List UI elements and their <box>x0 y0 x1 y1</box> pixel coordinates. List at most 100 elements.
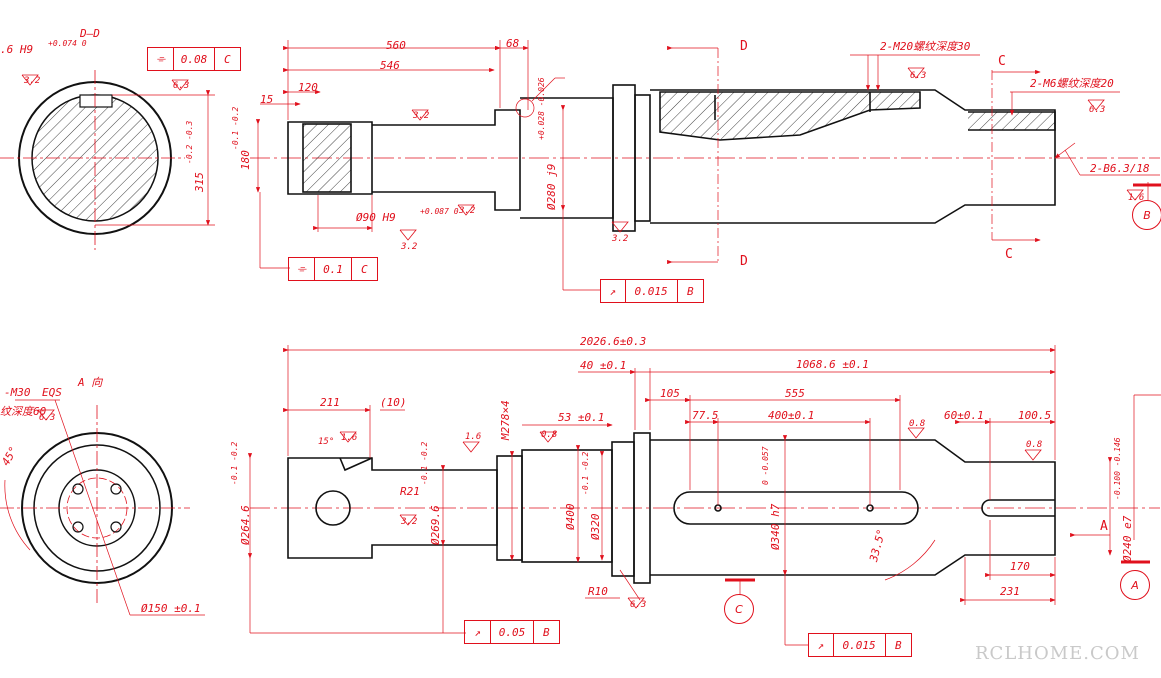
dim-231: 231 <box>1000 585 1020 598</box>
dim-15: 15 <box>260 93 274 106</box>
dia-269: Ø269.6 <box>429 505 442 545</box>
depth-note: 纹深度60 <box>0 405 47 418</box>
dim-77: 77.5 <box>692 409 719 422</box>
dia-320: Ø320 <box>589 513 602 541</box>
bottom-shaft-outline <box>250 432 1160 584</box>
view-a-end <box>0 399 205 616</box>
section-dd-view <box>0 70 215 250</box>
dia-340: Ø340 h7 <box>769 503 782 550</box>
fcf-symmetry-top: ⌯ 0.08 C <box>147 47 241 71</box>
dim-170: 170 <box>1010 560 1030 573</box>
fcf-ref: B <box>894 638 902 652</box>
fcf-ref: C <box>223 52 231 66</box>
roughness-marks-top <box>21 67 1144 241</box>
dim-53: 53 ±0.1 <box>558 411 605 424</box>
roughness-marks-bottom <box>37 409 1042 609</box>
dim-180: 180 <box>239 150 252 170</box>
roughness-bot-3: 0.8 <box>541 430 558 440</box>
radius-10: R10 <box>588 585 608 598</box>
top-shaft-outline <box>250 84 1160 232</box>
roughness-top-7: 6.3 <box>910 71 927 81</box>
fcf-ref: B <box>542 625 550 639</box>
fcf-symbol: ↗ <box>809 634 834 656</box>
journal-tol: +0.028 -0.026 <box>537 77 546 140</box>
dia-150: Ø150 ±0.1 <box>141 602 201 615</box>
roughness-bot-7: 0.8 <box>1026 440 1043 450</box>
section-label-dd: D—D <box>80 27 100 40</box>
dim-68: 68 <box>506 37 520 50</box>
left-h9-tol: +0.074 0 <box>48 39 87 48</box>
fcf-value: 0.015 <box>834 634 886 656</box>
dim-400: 400±0.1 <box>768 409 815 422</box>
eqs-label: EQS <box>42 386 62 399</box>
dia-400: Ø400 <box>564 503 577 531</box>
fcf-symbol: ⌯ <box>289 258 316 280</box>
fcf-value: 0.05 <box>491 621 534 643</box>
roughness-top-3: 3.2 <box>413 111 430 121</box>
roughness-top-9: 1.6 <box>1128 193 1145 203</box>
tol-340: 0 -0.057 <box>761 446 770 485</box>
tol-240: -0.100 -0.146 <box>1113 437 1122 500</box>
tol-315: -0.2 -0.3 <box>185 120 194 164</box>
dim-560: 560 <box>386 39 406 52</box>
top-dimension-lines <box>255 40 1161 291</box>
thread-note-m20: 2-M20螺纹深度30 <box>880 40 971 53</box>
roughness-top-2: 6.3 <box>173 81 190 91</box>
dim-100: 100.5 <box>1018 409 1052 422</box>
dia-240: Ø240 e7 <box>1121 515 1134 562</box>
roughness-bot-6: 0.8 <box>909 419 926 429</box>
roughness-top-4: 3.2 <box>459 206 476 216</box>
journal-dia: Ø280 j9 <box>545 163 558 210</box>
thread-note-m6: 2-M6螺纹深度20 <box>1030 77 1114 90</box>
fcf-runout-right: ↗ 0.015 B <box>808 633 912 657</box>
datum-b-marker: B <box>1132 200 1161 230</box>
section-d-bottom: D <box>740 254 748 269</box>
roughness-top-5: 3.2 <box>401 242 418 252</box>
keyway-tol: +0.087 0 <box>420 207 459 216</box>
dim-total: 2026.6±0.3 <box>580 335 647 348</box>
dia-264: Ø264.6 <box>239 505 252 545</box>
center-hole-note: 2-B6.3/18 <box>1090 162 1150 175</box>
roughness-top-1: 3.2 <box>24 76 41 86</box>
fcf-symmetry-lower: ⌯ 0.1 C <box>288 257 378 281</box>
fcf-runout-top: ↗ 0.015 B <box>600 279 704 303</box>
fcf-symbol: ↗ <box>465 621 492 643</box>
roughness-bot-0: 6.3 <box>39 413 56 423</box>
tol-320: -0.1 -0.2 <box>581 451 590 495</box>
dim-546: 546 <box>380 59 400 72</box>
fcf-symbol: ⌯ <box>148 48 175 70</box>
radius-21: R21 <box>400 485 420 498</box>
datum-a-marker: A <box>1120 570 1150 600</box>
fcf-value: 0.08 <box>174 48 215 70</box>
dim-60: 60±0.1 <box>944 409 984 422</box>
dim-1068: 1068.6 ±0.1 <box>796 358 869 371</box>
angle-15: 15° <box>318 437 335 447</box>
section-c-bottom: C <box>1005 247 1013 262</box>
tol-269: -0.1 -0.2 <box>420 441 429 485</box>
fcf-ref: C <box>360 262 368 276</box>
dim-120: 120 <box>298 81 318 94</box>
dim-10: (10) <box>380 396 407 409</box>
view-a-label: A 向 <box>78 376 103 389</box>
fcf-value: 0.1 <box>315 258 352 280</box>
dim-105: 105 <box>660 387 680 400</box>
watermark: RCLHOME.COM <box>975 643 1140 664</box>
dim-40: 40 ±0.1 <box>580 359 627 372</box>
tol-264: -0.1 -0.2 <box>230 441 239 485</box>
roughness-bot-2: 1.6 <box>465 432 482 442</box>
fcf-value: 0.015 <box>626 280 678 302</box>
dim-555: 555 <box>785 387 805 400</box>
roughness-bot-4: 3.2 <box>401 517 418 527</box>
fcf-symbol: ↗ <box>601 280 626 302</box>
roughness-top-8: 6.3 <box>1089 105 1106 115</box>
keyway-dia: Ø90 H9 <box>356 211 396 224</box>
dim-315: 315 <box>193 172 206 192</box>
roughness-bot-1: 1.6 <box>341 433 358 443</box>
view-arrow-a: A <box>1100 519 1108 534</box>
section-c-top: C <box>998 54 1006 69</box>
fcf-ref: B <box>686 284 694 298</box>
thread-left-m30: -M30 <box>4 386 31 399</box>
roughness-bot-5: 6.3 <box>630 600 647 610</box>
fcf-runout-left: ↗ 0.05 B <box>464 620 560 644</box>
